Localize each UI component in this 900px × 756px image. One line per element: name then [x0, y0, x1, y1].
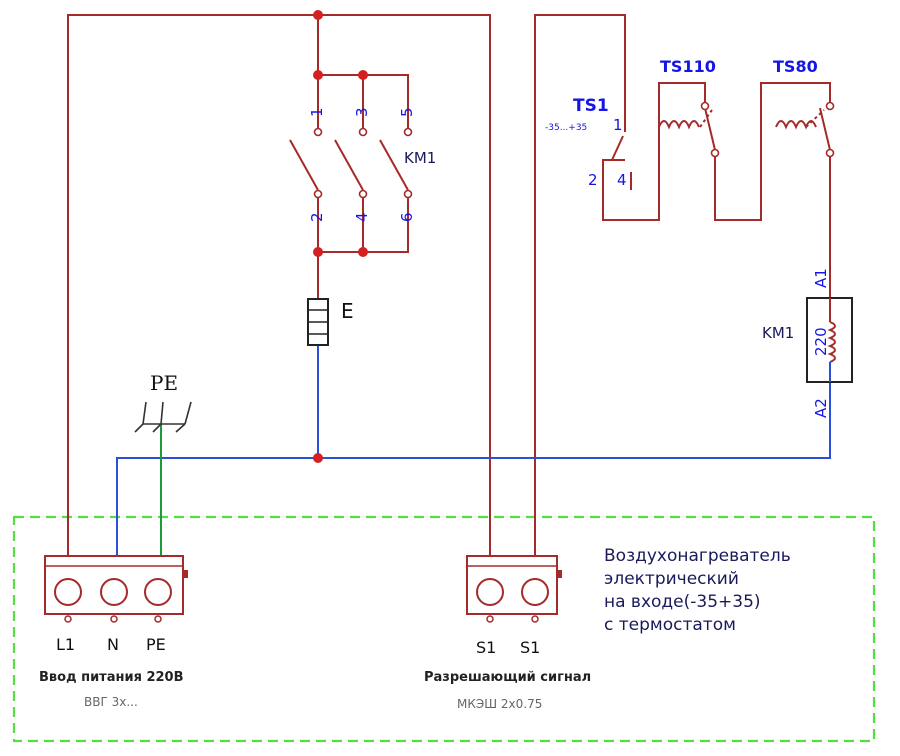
junction-dot [358, 247, 368, 257]
contact-terminals [313, 101, 835, 199]
signal-terminal-title: Разрешающий сигнал [424, 670, 591, 685]
neutral-wires [116, 345, 831, 556]
junction-dots [313, 10, 368, 463]
terminal-screw [521, 578, 549, 606]
junction-dot [313, 247, 323, 257]
power-pin-pe: PE [146, 635, 166, 654]
thermostat-range: -35...+35 [545, 123, 587, 133]
thermostat-pin-4: 4 [617, 171, 627, 189]
contactor-pin-5: 5 [398, 107, 416, 117]
terminal-screw [54, 578, 82, 606]
thermostat-pin-1: 1 [613, 116, 623, 134]
thermal-switch-label-ts110: TS110 [660, 57, 716, 76]
power-terminal-title: Ввод питания 220В [39, 670, 184, 685]
coil-label: KM1 [762, 324, 794, 342]
terminal-screw [476, 578, 504, 606]
junction-dot [358, 70, 368, 80]
device-description-line-3: на входе(-35+35) [604, 592, 761, 612]
coil-voltage: 220 [812, 327, 830, 356]
contactor-pin-6: 6 [398, 212, 416, 222]
thermal-element-ts110 [658, 109, 713, 130]
contactor-pin-1: 1 [308, 107, 326, 117]
contactor-coil [806, 297, 853, 383]
power-terminal-cable: ВВГ 3х... [84, 695, 138, 709]
device-boundary [12, 515, 876, 743]
signal-terminal-block [466, 555, 562, 623]
contactor-pin-4: 4 [353, 212, 371, 222]
thermal-switch-label-ts80: TS80 [773, 57, 818, 76]
power-terminal-block [44, 555, 188, 623]
signal-pin-s1-b: S1 [520, 638, 540, 657]
contactor-pin-3: 3 [353, 107, 371, 117]
terminal-screw [100, 578, 128, 606]
contactor-label: KM1 [404, 149, 436, 167]
phase-wires [67, 14, 831, 556]
device-description-line-2: электрический [604, 569, 739, 589]
signal-terminal-cable: МКЭШ 2х0.75 [457, 697, 542, 711]
contactor-pin-2: 2 [308, 212, 326, 222]
coil-pin-a2: A2 [812, 398, 830, 418]
power-pin-l1: L1 [56, 635, 75, 654]
device-description-line-1: Воздухонагреватель [604, 546, 791, 566]
junction-dot [313, 453, 323, 463]
power-pin-n: N [107, 635, 119, 654]
earth-label: PE [150, 371, 178, 395]
heater-element [307, 298, 329, 346]
thermal-element-ts80 [775, 109, 825, 130]
heater-label: E [341, 299, 354, 323]
thermostat-pin-2: 2 [588, 171, 598, 189]
junction-dot [313, 70, 323, 80]
earth-symbol [134, 401, 192, 433]
signal-pin-s1-a: S1 [476, 638, 496, 657]
coil-pin-a1: A1 [812, 268, 830, 288]
terminal-screw [144, 578, 172, 606]
junction-dot [313, 10, 323, 20]
thermostat-label: TS1 [573, 96, 609, 116]
device-description-line-4: с термостатом [604, 615, 736, 635]
